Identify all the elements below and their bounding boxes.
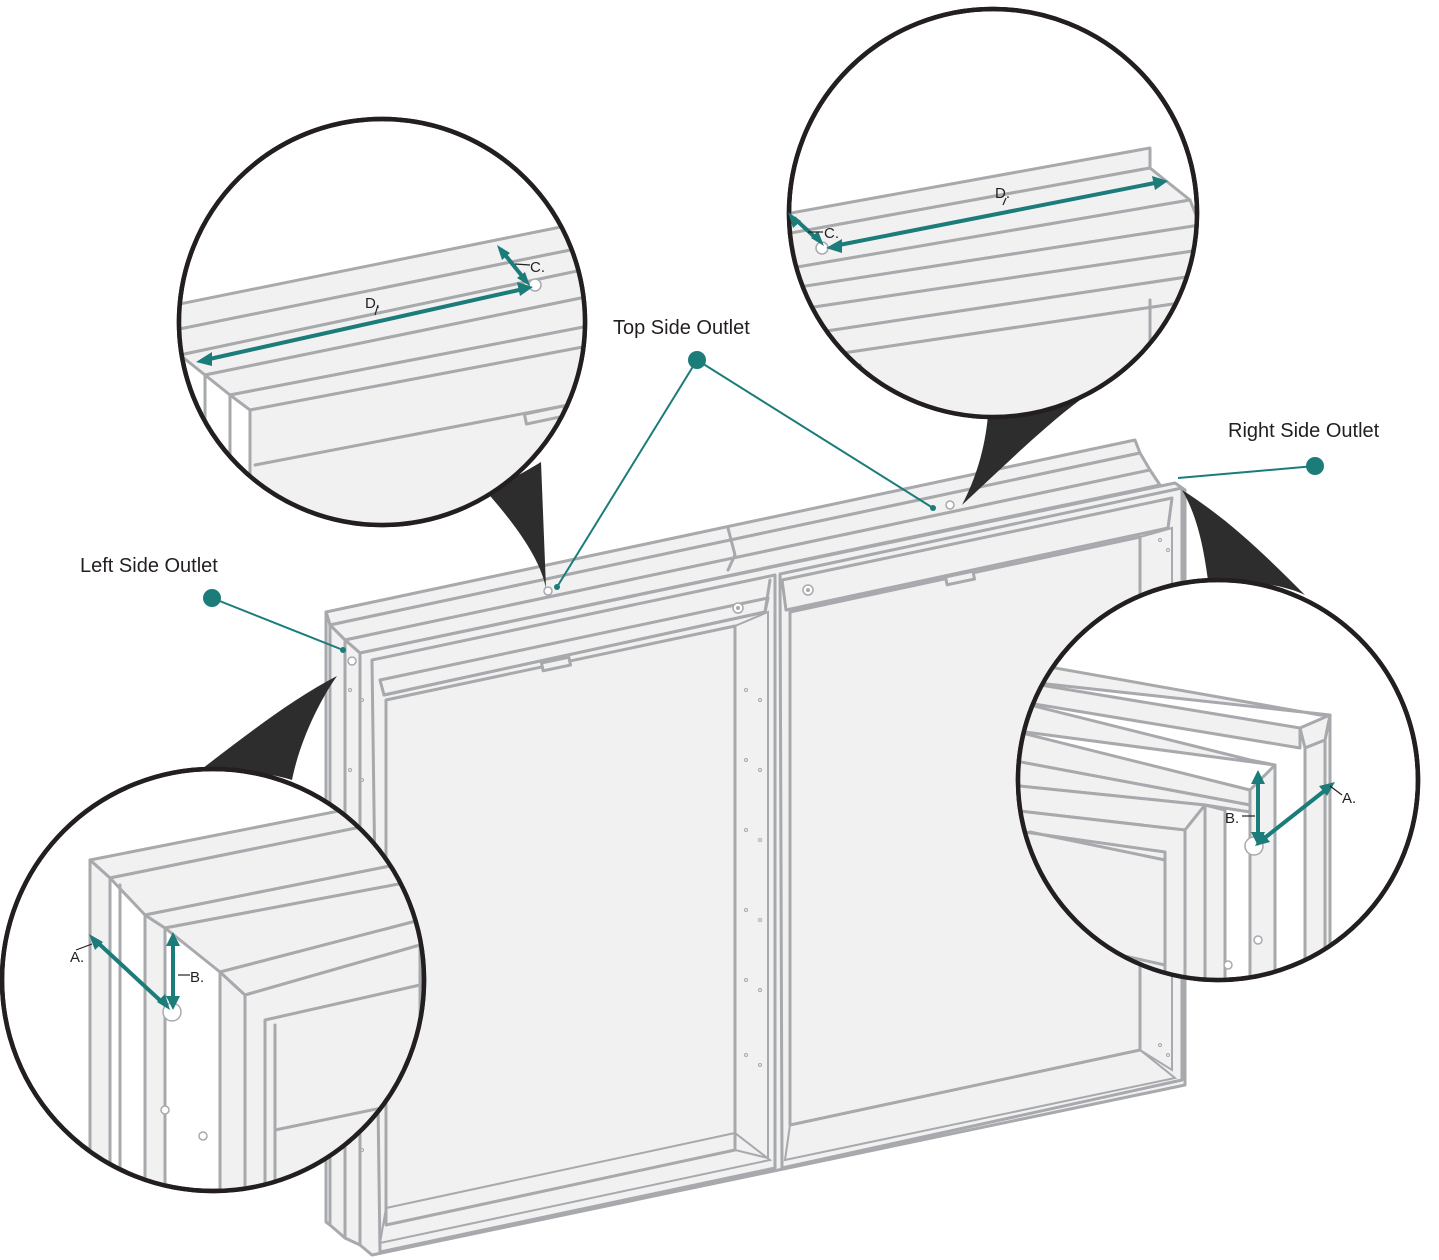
dim-label-d-top-left: D. [365,295,380,312]
callout-leaders [203,351,1324,653]
magnifier-tail-top-right [962,400,1080,505]
magnifier-tail-right [1182,490,1305,595]
top-side-outlet-label: Top Side Outlet [613,317,750,339]
top-outlet-callout-dot [688,351,706,369]
dim-label-d-top-right: D. [995,185,1010,202]
magnifier-tail-top-left [485,462,546,588]
dim-label-a-left: A. [70,949,84,966]
left-side-outlet-label: Left Side Outlet [80,555,218,577]
magnifier-top-outlet-right: D. C. [786,6,1200,420]
dim-label-b-right: B. [1225,810,1239,827]
dim-label-a-right: A. [1342,790,1356,807]
right-outlet-callout-dot [1306,457,1324,475]
right-side-outlet-label: Right Side Outlet [1228,420,1380,442]
magnifier-tail-left [190,676,337,780]
left-outlet-callout-dot [203,589,221,607]
dim-label-c-top-right: C. [824,225,839,242]
dim-label-b-left: B. [190,969,204,986]
dim-label-c-top-left: C. [530,259,545,276]
magnifier-top-outlet-left: D. C. [176,116,588,528]
